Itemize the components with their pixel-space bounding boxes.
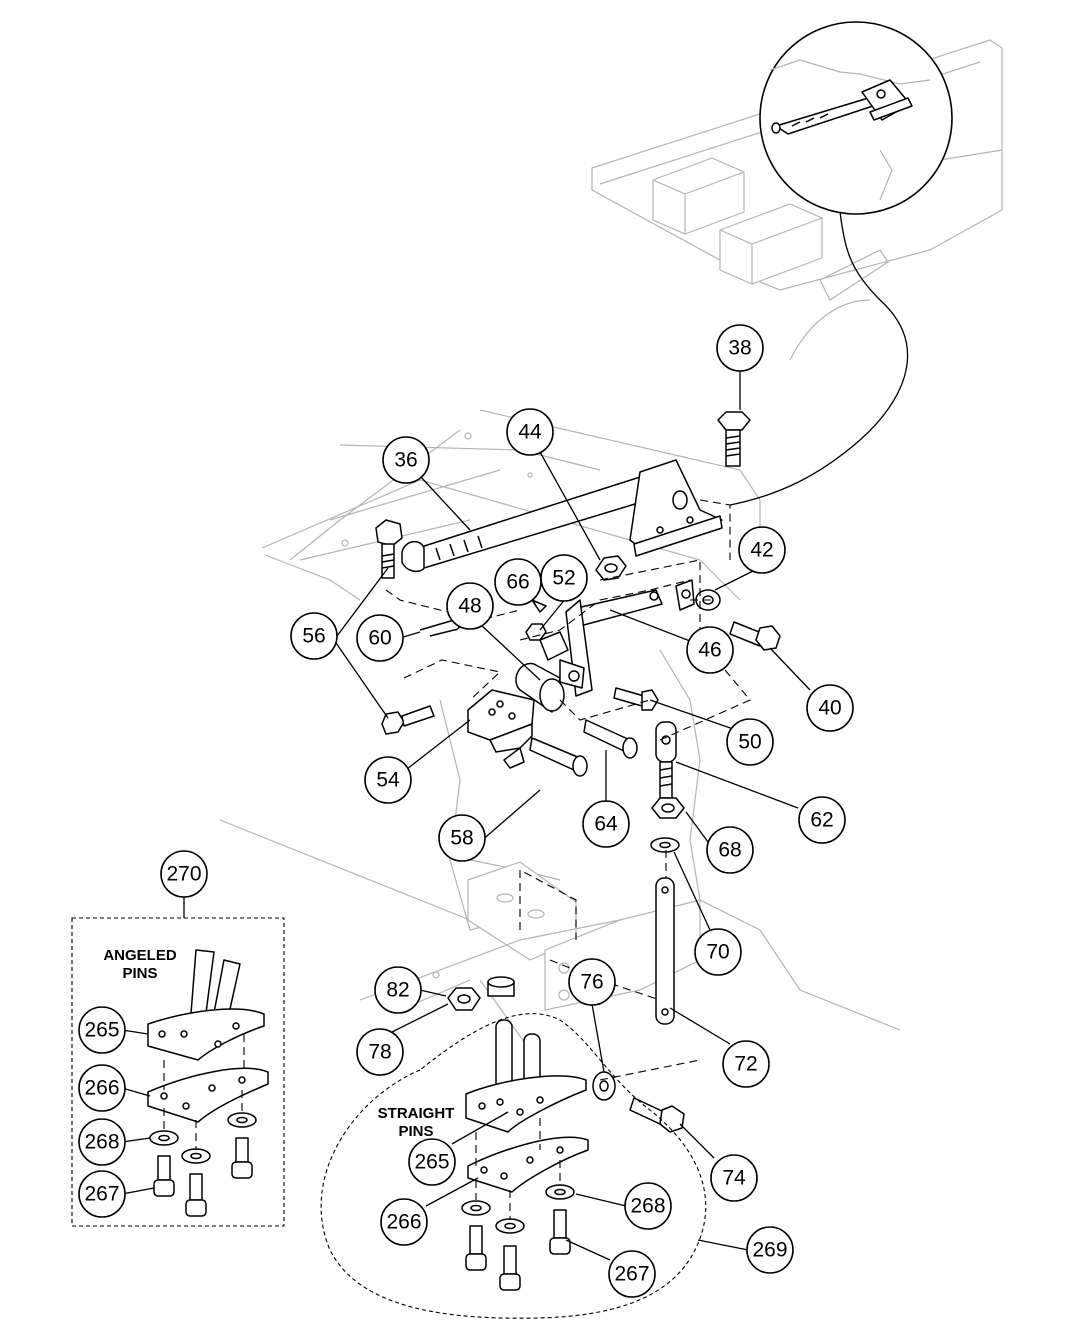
callout-62: 62 <box>798 796 846 844</box>
svg-text:44: 44 <box>518 421 542 444</box>
svg-text:68: 68 <box>718 839 741 862</box>
svg-text:269: 269 <box>752 1239 787 1262</box>
svg-text:58: 58 <box>450 827 473 850</box>
callout-42: 42 <box>738 526 786 574</box>
svg-text:266: 266 <box>386 1211 421 1234</box>
svg-text:42: 42 <box>750 539 773 562</box>
callout-38: 38 <box>716 324 764 372</box>
svg-text:60: 60 <box>368 627 391 650</box>
svg-text:64: 64 <box>594 813 618 836</box>
svg-text:52: 52 <box>552 567 575 590</box>
svg-text:266: 266 <box>84 1077 119 1100</box>
callout-268-straight: 268 <box>624 1182 672 1230</box>
callout-56: 56 <box>290 612 338 660</box>
handle-assembly <box>375 411 781 1133</box>
callout-74: 74 <box>710 1154 758 1202</box>
svg-text:268: 268 <box>630 1195 665 1218</box>
svg-text:54: 54 <box>376 769 400 792</box>
svg-text:267: 267 <box>84 1183 119 1206</box>
callout-58: 58 <box>438 814 486 862</box>
leader-lines <box>121 370 811 1261</box>
svg-text:72: 72 <box>734 1053 757 1076</box>
callout-64: 64 <box>582 800 630 848</box>
callout-46: 46 <box>686 626 734 674</box>
callout-265-straight: 265 <box>408 1138 456 1186</box>
callout-52: 52 <box>540 554 588 602</box>
angled-pins-box <box>71 917 285 1227</box>
callout-270: 270 <box>160 850 208 898</box>
callout-72: 72 <box>722 1040 770 1088</box>
angled-pins-label-line2: PINS <box>122 965 157 982</box>
svg-text:50: 50 <box>738 731 761 754</box>
detail-magnifier <box>759 21 953 215</box>
callout-76: 76 <box>568 958 616 1006</box>
svg-text:265: 265 <box>414 1151 449 1174</box>
callout-48: 48 <box>446 582 494 630</box>
callout-70: 70 <box>694 928 742 976</box>
svg-text:268: 268 <box>84 1131 119 1154</box>
callout-267-straight: 267 <box>608 1250 656 1298</box>
svg-text:36: 36 <box>394 449 417 472</box>
callout-36: 36 <box>382 436 430 484</box>
svg-text:66: 66 <box>506 571 529 594</box>
callout-82: 82 <box>374 966 422 1014</box>
callout-265-angled: 265 <box>78 1006 126 1054</box>
straight-pins-label-line2: PINS <box>398 1123 433 1140</box>
svg-text:70: 70 <box>706 941 729 964</box>
callout-50: 50 <box>726 718 774 766</box>
straight-pins-group <box>320 1013 707 1319</box>
callout-266-angled: 266 <box>78 1064 126 1112</box>
angled-pins-label-line1: ANGELED <box>103 947 177 964</box>
svg-text:267: 267 <box>614 1263 649 1286</box>
svg-text:46: 46 <box>698 639 721 662</box>
straight-pins-label-line1: STRAIGHT <box>378 1105 455 1122</box>
svg-text:48: 48 <box>458 595 481 618</box>
callout-54: 54 <box>364 756 412 804</box>
svg-text:40: 40 <box>818 697 841 720</box>
svg-text:62: 62 <box>810 809 833 832</box>
svg-text:76: 76 <box>580 971 603 994</box>
svg-text:38: 38 <box>728 337 751 360</box>
svg-text:78: 78 <box>368 1041 391 1064</box>
detail-cable-line <box>729 211 909 506</box>
callout-40: 40 <box>806 684 854 732</box>
callout-269: 269 <box>746 1226 794 1274</box>
callout-266-straight: 266 <box>380 1198 428 1246</box>
svg-text:265: 265 <box>84 1019 119 1042</box>
callout-44: 44 <box>506 408 554 456</box>
svg-text:74: 74 <box>722 1167 746 1190</box>
svg-text:56: 56 <box>302 625 325 648</box>
svg-text:270: 270 <box>166 863 201 886</box>
callout-268-angled: 268 <box>78 1118 126 1166</box>
callout-66: 66 <box>494 558 542 606</box>
callout-78: 78 <box>356 1028 404 1076</box>
callout-60: 60 <box>356 614 404 662</box>
svg-text:82: 82 <box>386 979 409 1002</box>
callout-68: 68 <box>706 826 754 874</box>
callout-267-angled: 267 <box>78 1170 126 1218</box>
